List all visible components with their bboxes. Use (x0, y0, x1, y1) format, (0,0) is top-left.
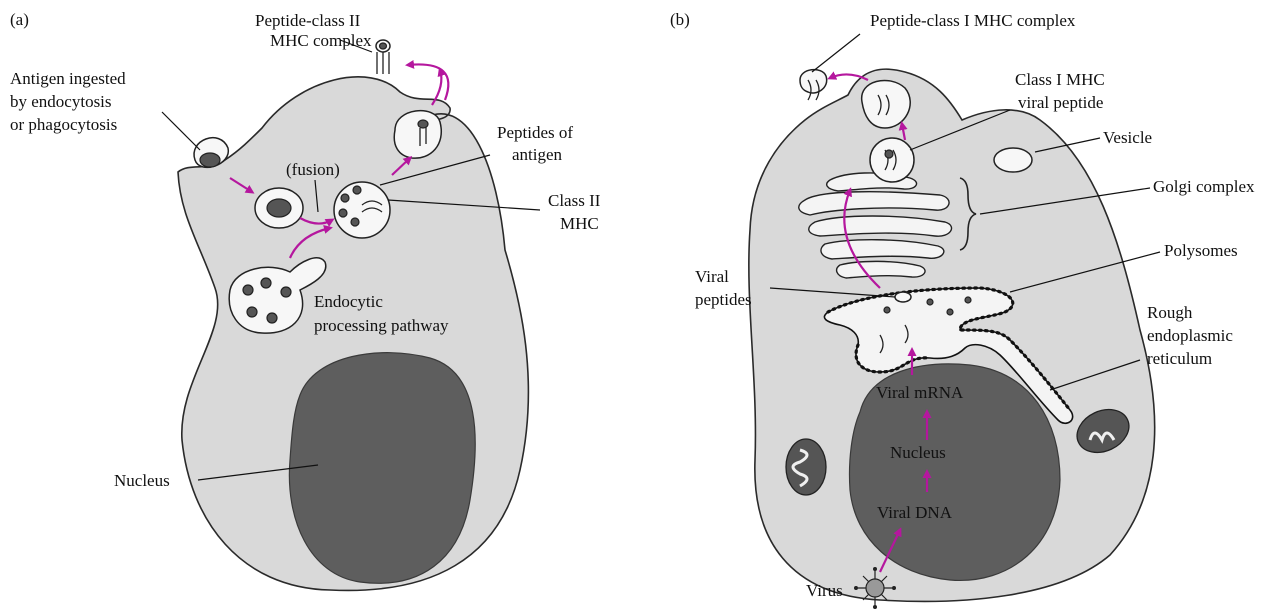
label-viral-mrna: Viral mRNA (876, 383, 964, 402)
label-viral-peptides-1: Viral (695, 267, 729, 286)
label-class2-2: MHC (560, 214, 599, 233)
exocytic-vesicle (394, 111, 441, 159)
endosome-antigen (267, 199, 291, 217)
panel-a: (a) (10, 10, 601, 590)
label-mhc2-complex-2: MHC complex (270, 31, 372, 50)
peptide-dot (353, 186, 361, 194)
lysosome-dot (267, 313, 277, 323)
label-rer-3: reticulum (1147, 349, 1212, 368)
ingested-antigen (200, 153, 220, 167)
label-class1-1: Class I MHC (1015, 70, 1105, 89)
label-pathway-1: Endocytic (314, 292, 383, 311)
label-nucleus-a: Nucleus (114, 471, 170, 490)
label-antigen-1: Antigen ingested (10, 69, 126, 88)
golgi-cisterna (837, 261, 925, 278)
nucleus-a (289, 353, 475, 584)
viral-peptide (885, 150, 893, 158)
lysosome-dot (281, 287, 291, 297)
label-vesicle: Vesicle (1103, 128, 1152, 147)
label-class1-2: viral peptide (1018, 93, 1103, 112)
exocytic-vesicle-b (862, 80, 911, 128)
mitochondrion-left (786, 439, 826, 495)
label-mhc1-complex: Peptide-class I MHC complex (870, 11, 1076, 30)
panel-a-tag: (a) (10, 10, 29, 29)
label-peptides-2: antigen (512, 145, 563, 164)
er-dot (965, 297, 971, 303)
label-antigen-3: or phagocytosis (10, 115, 117, 134)
label-nucleus-b: Nucleus (890, 443, 946, 462)
vesicle-b (994, 148, 1032, 172)
lysosome-dot (247, 307, 257, 317)
label-polysomes: Polysomes (1164, 241, 1238, 260)
leader-mhc1-complex (812, 34, 860, 72)
er-dot (947, 309, 953, 315)
label-viral-peptides-2: peptides (695, 290, 752, 309)
peptide-dot (339, 209, 347, 217)
label-mhc2-complex-1: Peptide-class II (255, 11, 361, 30)
er-peptide (895, 292, 911, 302)
label-peptides-1: Peptides of (497, 123, 573, 142)
vesicle-peptide (418, 120, 428, 128)
leader-antigen (162, 112, 200, 150)
label-antigen-2: by endocytosis (10, 92, 112, 111)
label-viral-dna: Viral DNA (877, 503, 953, 522)
er-dot (927, 299, 933, 305)
label-golgi: Golgi complex (1153, 177, 1255, 196)
peptide-dot (351, 218, 359, 226)
peptide-dot (341, 194, 349, 202)
panel-b: (b) (670, 10, 1255, 609)
lysosome-dot (261, 278, 271, 288)
surface-mhc2-complex (376, 40, 390, 74)
golgi-cisterna (809, 216, 952, 236)
panel-b-tag: (b) (670, 10, 690, 29)
label-rer-1: Rough (1147, 303, 1193, 322)
label-rer-2: endoplasmic (1147, 326, 1233, 345)
er-dot (884, 307, 890, 313)
label-class2-1: Class II (548, 191, 601, 210)
label-virus: Virus (806, 581, 843, 600)
lysosome-dot (243, 285, 253, 295)
label-pathway-2: processing pathway (314, 316, 449, 335)
arrow-surface-loop (408, 64, 448, 100)
surface-mhc1-complex (800, 70, 827, 100)
class1-vesicle (870, 138, 914, 182)
label-fusion: (fusion) (286, 160, 340, 179)
